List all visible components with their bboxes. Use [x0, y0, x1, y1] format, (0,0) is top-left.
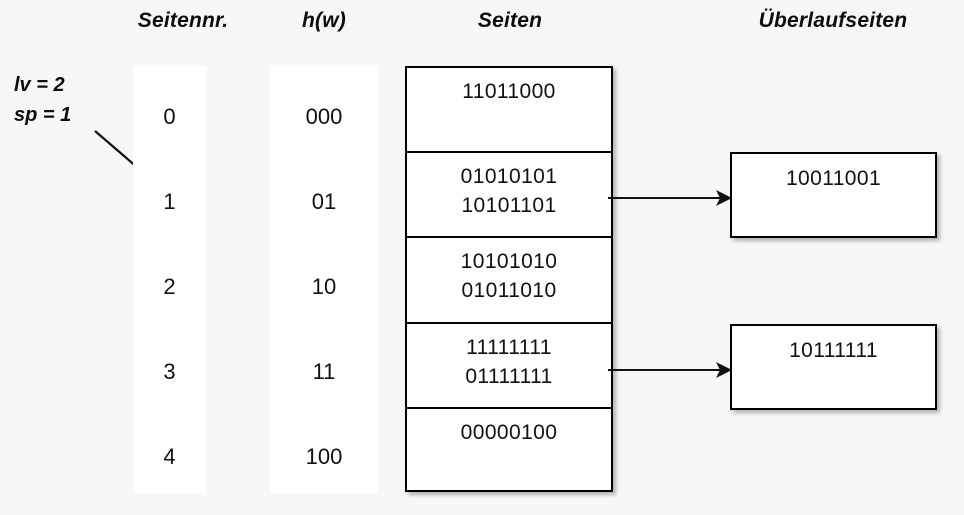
- page-entry: 11111111: [466, 335, 552, 359]
- parameter-sp: sp = 1: [14, 104, 72, 126]
- pages-stack: 11011000 01010101 10101101 10101010 0101…: [405, 66, 613, 492]
- seitennr-cell: 1: [163, 189, 176, 214]
- parameter-annotation: lv = 2 sp = 1: [14, 70, 71, 130]
- hw-cell: 11: [312, 359, 336, 384]
- column-header-seiten: Seiten: [477, 9, 543, 32]
- hw-cell: 10: [311, 274, 337, 299]
- overflow-page-entry: 10111111: [789, 339, 878, 362]
- column-header-seitennr: Seitennr.: [137, 9, 229, 32]
- column-strip-seitennr: 0 1 2 3 4: [133, 66, 206, 493]
- page-entry: 11011000: [462, 80, 556, 103]
- page-entry: 10101101: [461, 194, 557, 218]
- overflow-page-box: 10011001: [730, 152, 937, 238]
- page-cell: 11111111 01111111: [407, 324, 611, 409]
- overflow-connector-arrow-icon: [608, 190, 732, 206]
- seitennr-cell: 3: [163, 359, 176, 384]
- column-strip-hw: 000 01 10 11 100: [270, 66, 378, 493]
- column-header-hw: h(w): [302, 9, 346, 32]
- overflow-page-entry: 10011001: [785, 167, 882, 190]
- hw-cell: 000: [305, 104, 343, 129]
- overflow-page-box: 10111111: [730, 324, 937, 410]
- seitennr-cell: 0: [163, 104, 176, 129]
- page-entry: 01111111: [465, 364, 553, 388]
- seitennr-cell: 2: [163, 274, 176, 299]
- overflow-connector-arrow-icon: [608, 362, 732, 378]
- page-entry: 00000100: [460, 420, 558, 444]
- page-entry: 01010101: [460, 165, 558, 189]
- page-cell: 10101010 01011010: [407, 238, 611, 324]
- column-header-ueberlaufseiten: Überlaufseiten: [758, 9, 908, 32]
- page-cell: 01010101 10101101: [407, 153, 611, 239]
- parameter-lv: lv = 2: [14, 74, 65, 96]
- page-entry: 10101010: [460, 250, 558, 274]
- page-cell: 00000100: [407, 409, 611, 494]
- hw-cell: 100: [305, 444, 343, 469]
- page-entry: 01011010: [461, 279, 557, 303]
- seitennr-cell: 4: [163, 444, 176, 469]
- hw-cell: 01: [311, 189, 337, 214]
- page-cell: 11011000: [407, 68, 611, 154]
